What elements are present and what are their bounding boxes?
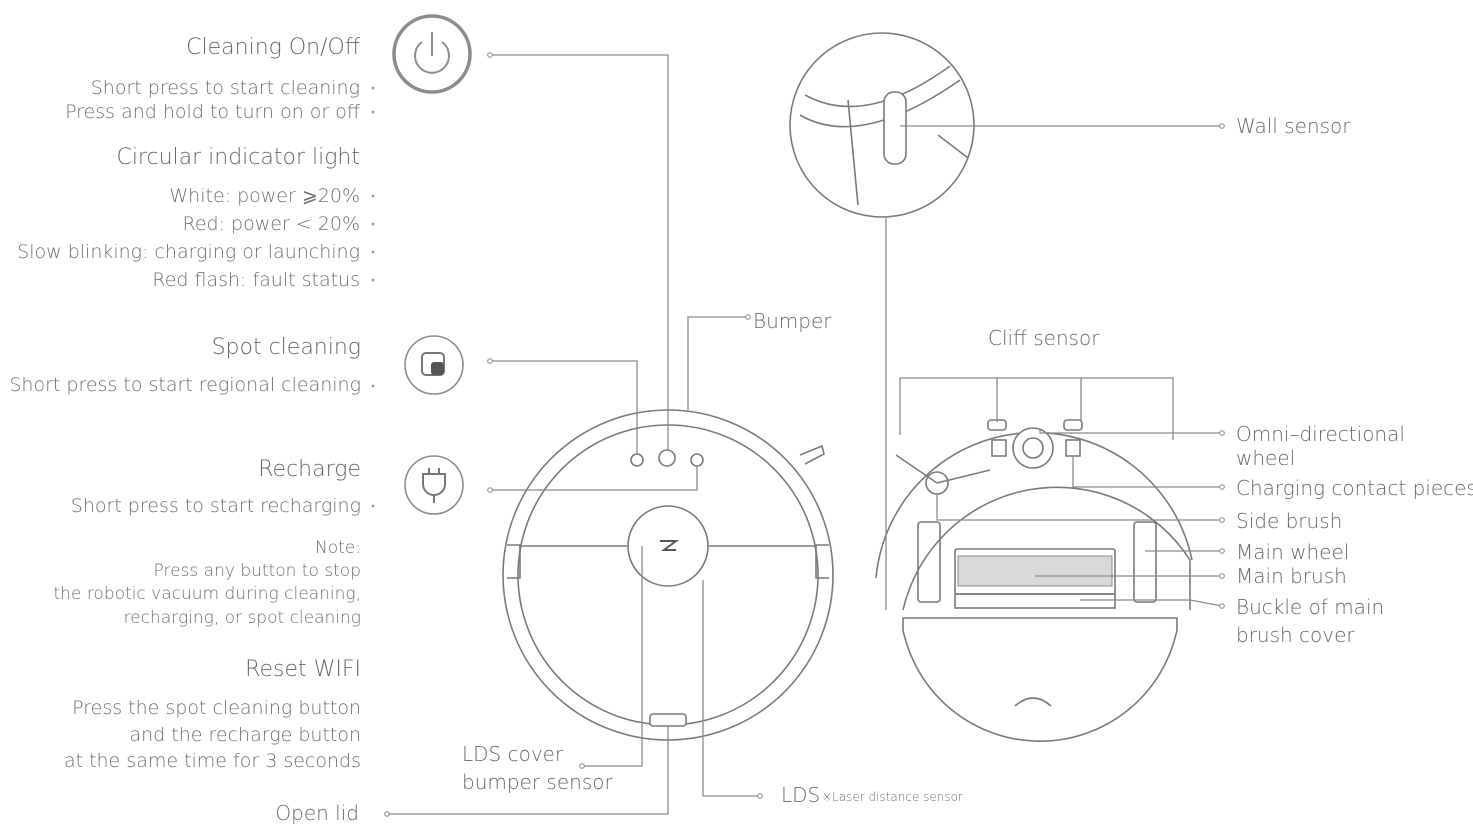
recharge-heading: Recharge	[258, 457, 361, 482]
cleaning-line-2: Press and hold to turn on or off	[65, 101, 360, 123]
lds-label: LDS	[781, 783, 820, 807]
robot-top-view	[502, 409, 834, 741]
charging-contacts-label: Charging contact pieces	[1236, 476, 1473, 500]
indicator-line-4: Red flash: fault status	[152, 269, 360, 291]
indicator-line-1: White: power ⩾20%	[169, 185, 360, 207]
main-brush-label: Main brush	[1236, 564, 1347, 588]
note-line-4: recharging, or spot cleaning	[124, 608, 361, 628]
plug-icon	[404, 455, 464, 515]
indicator-heading: Circular indicator light	[116, 145, 360, 170]
open-lid-label: Open lid	[275, 801, 359, 825]
spot-section: Spot cleaning Short press to start regio…	[9, 335, 375, 396]
side-brush-label: Side brush	[1236, 509, 1342, 533]
cliff-sensor-label: Cliff sensor	[988, 326, 1100, 350]
reset-line-2: and the recharge button	[130, 724, 362, 746]
note-line-2: Press any button to stop	[154, 561, 361, 581]
main-wheel-label: Main wheel	[1236, 540, 1349, 564]
lds-cover-label-1: LDS cover	[462, 742, 564, 766]
spot-cleaning-icon	[404, 335, 464, 395]
lds-cover-label-2: bumper sensor	[462, 770, 613, 794]
note-line-1: Note:	[315, 538, 361, 558]
cleaning-section: Cleaning On/Off Short press to start cle…	[65, 35, 375, 123]
bumper-label: Bumper	[753, 309, 832, 333]
recharge-section: Recharge Short press to start recharging	[71, 457, 375, 517]
wall-sensor-magnifier	[789, 32, 975, 218]
lds-note: ※Laser distance sensor	[822, 790, 963, 804]
cleaning-line-1: Short press to start cleaning	[91, 77, 360, 99]
leader-lines	[387, 54, 1223, 815]
robot-bottom-view	[875, 419, 1193, 742]
spot-heading: Spot cleaning	[212, 335, 361, 360]
spot-line-1: Short press to start regional cleaning	[9, 374, 361, 396]
wall-sensor-label: Wall sensor	[1236, 114, 1351, 138]
omni-wheel-label-1: Omni–directional	[1236, 422, 1405, 446]
indicator-line-2: Red: power < 20%	[183, 213, 361, 235]
recharge-line-1: Short press to start recharging	[71, 495, 361, 517]
leader-dots	[384, 52, 1225, 817]
reset-line-3: at the same time for 3 seconds	[64, 750, 361, 772]
indicator-section: Circular indicator light White: power ⩾2…	[17, 145, 375, 291]
buckle-label-2: brush cover	[1236, 623, 1355, 647]
note-line-3: the robotic vacuum during cleaning,	[54, 584, 361, 604]
power-icon	[392, 14, 472, 94]
indicator-line-3: Slow blinking: charging or launching	[17, 241, 360, 263]
note-section: Note: Press any button to stop the robot…	[54, 538, 361, 628]
reset-section: Reset WIFI Press the spot cleaning butto…	[64, 657, 361, 772]
reset-line-1: Press the spot cleaning button	[72, 697, 361, 719]
buckle-label-1: Buckle of main	[1236, 595, 1384, 619]
cleaning-heading: Cleaning On/Off	[186, 35, 361, 60]
omni-wheel-label-2: wheel	[1236, 446, 1295, 470]
reset-heading: Reset WIFI	[245, 657, 361, 682]
